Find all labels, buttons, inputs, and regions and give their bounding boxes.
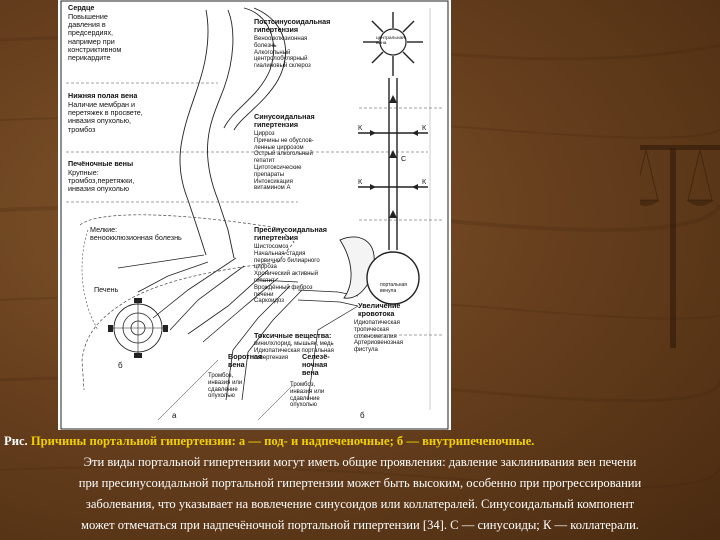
sin-title: Синусоидальная гипертензия	[254, 112, 315, 130]
hepatic-veins-text: Крупные: тромбоз,перетяжки, инвазия опух…	[68, 168, 135, 194]
post-text: Веноокклюзионная болезнь Алкогольный цен…	[254, 36, 311, 70]
panel-a-letter: а	[172, 411, 177, 420]
ivc-text: Наличие мембран и перетяжек в просвете, …	[68, 100, 143, 134]
figure-caption: Рис. Причины портальной гипертензии: а —…	[0, 432, 720, 540]
hepatic-veins-title: Печёночные вены	[68, 159, 134, 168]
caption-line-1: Эти виды портальной гипертензии могут им…	[83, 455, 637, 469]
portal-vein-text: Тромбоз, инвазия или сдавление опухолью	[208, 373, 243, 400]
ivc-title: Нижняя полая вена	[68, 91, 138, 100]
portal-vein-title: Воротная вена	[228, 352, 263, 370]
panel-b-letter: б	[360, 411, 365, 420]
splenic-vein-title: Селезё- ночная вена	[302, 352, 330, 378]
caption-label: Рис.	[4, 434, 28, 448]
toxic-title: Токсичные вещества:	[254, 331, 332, 340]
heart-text: Повышение давления в предсердиях, наприм…	[68, 12, 122, 63]
collateral-k2: К	[422, 123, 427, 132]
sin-text: Цирроз Причины не обуслов- ленные цирроз…	[254, 131, 314, 192]
caption-line-3: заболевания, что указывает на вовлечение…	[85, 497, 635, 511]
portal-venule-label: портальная венула	[380, 282, 407, 294]
scales-icon	[640, 145, 720, 348]
post-title: Постсинусоидальная гипертензия	[254, 17, 331, 35]
collateral-k1: К	[358, 123, 363, 132]
spleen-text: Идиопатическая тропическая спленомегалия…	[354, 320, 403, 354]
caption-line-2: при пресинусоидальной портальной гиперте…	[78, 476, 642, 490]
small-veins-text: Мелкие: веноокклюзионная болезнь	[90, 225, 182, 243]
caption-line-4: может отмечаться при надпечёночной порта…	[81, 518, 639, 532]
diagram-figure: Сердце Повышение давления в предсердиях,…	[58, 0, 451, 430]
collateral-k4: К	[422, 177, 427, 186]
sub-b-letter: б	[118, 361, 123, 370]
sinusoid-c: С	[401, 154, 407, 163]
caption-title: Причины портальной гипертензии: а — под-…	[30, 434, 535, 448]
collateral-k3: К	[358, 177, 363, 186]
spleen-title: Увеличение кровотока	[358, 301, 401, 319]
heart-title: Сердце	[68, 3, 95, 12]
toxic-text: винилхлорид, мышьяк, медь Идиопатическая…	[254, 341, 334, 361]
pre-text: Шистосомоз Начальная стадия первичного б…	[254, 244, 320, 305]
caption-title-line: Рис. Причины портальной гипертензии: а —…	[4, 432, 720, 452]
liver-label: Печень	[94, 285, 119, 294]
central-vein-label: центральная вена	[376, 36, 405, 47]
diagram-drawing	[60, 0, 449, 430]
splenic-vein-text: Тромбоз, инвазия или сдавление опухолью	[290, 382, 325, 409]
pre-title: Пресинусоидальная гипертензия	[254, 225, 327, 243]
